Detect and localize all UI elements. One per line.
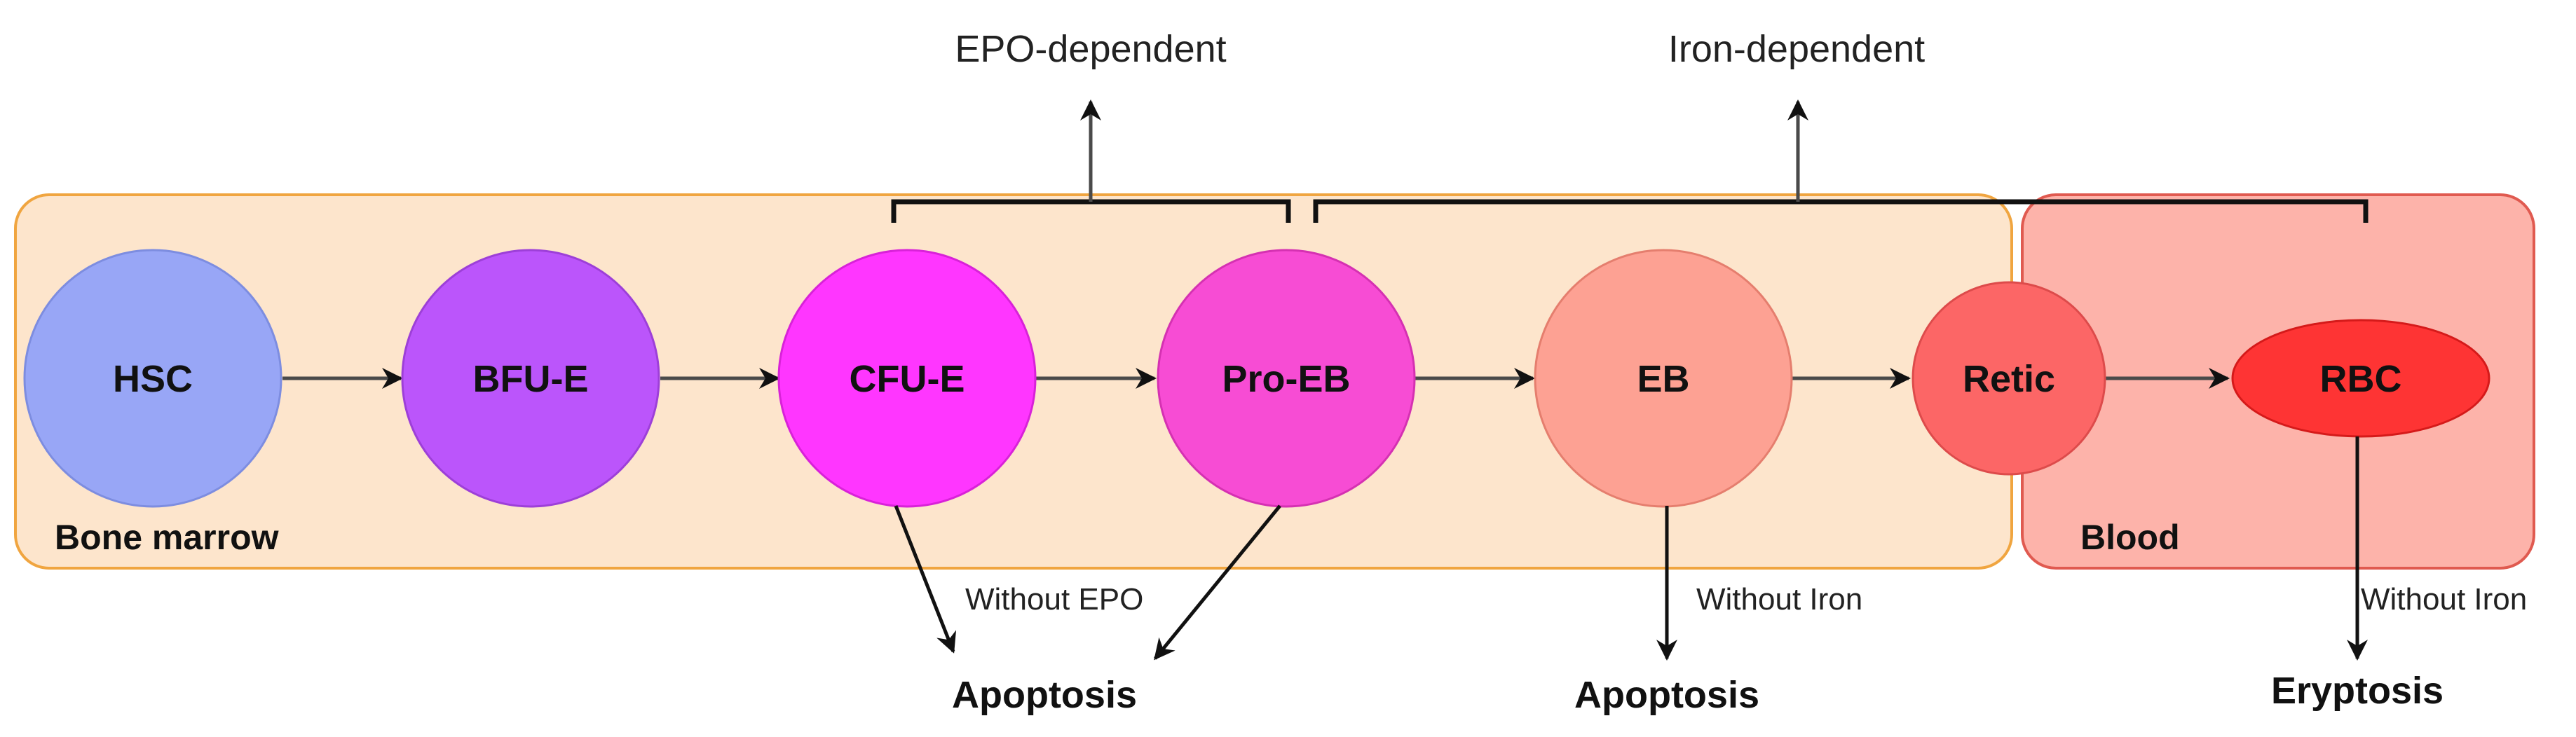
- node-proeb: Pro-EB: [1157, 249, 1416, 508]
- without-epo-label: Without EPO: [965, 582, 1143, 617]
- arrow-cfue-apoptosis: [894, 505, 957, 654]
- node-cfue-label: CFU-E: [850, 358, 965, 400]
- node-rbc: RBC: [2231, 319, 2490, 438]
- node-retic: Retic: [1911, 281, 2106, 476]
- arrow-proeb-apoptosis: [1154, 504, 1281, 661]
- node-eb: EB: [1534, 249, 1793, 508]
- node-eb-label: EB: [1637, 358, 1689, 400]
- blood-label: Blood: [2080, 518, 2180, 557]
- node-retic-label: Retic: [1963, 358, 2055, 400]
- eryptosis-label: Eryptosis: [2271, 670, 2444, 712]
- apoptosis-label-1: Apoptosis: [952, 674, 1137, 716]
- fate-arrows: [894, 436, 2368, 661]
- node-hsc: HSC: [23, 249, 282, 508]
- node-cfue: CFU-E: [777, 249, 1037, 508]
- node-bfue: BFU-E: [401, 249, 660, 508]
- node-proeb-label: Pro-EB: [1222, 358, 1350, 400]
- node-bfue-label: BFU-E: [473, 358, 589, 400]
- without-iron-rbc-label: Without Iron: [2361, 582, 2527, 617]
- bone-marrow-label: Bone marrow: [55, 518, 279, 557]
- epo-dependent-label: EPO-dependent: [955, 28, 1226, 70]
- apoptosis-label-2: Apoptosis: [1574, 674, 1759, 716]
- iron-dependent-label: Iron-dependent: [1668, 28, 1925, 70]
- node-rbc-label: RBC: [2320, 358, 2402, 400]
- without-iron-eb-label: Without Iron: [1696, 582, 1862, 617]
- iron-dependency-bracket: [1313, 199, 2369, 223]
- node-hsc-label: HSC: [113, 358, 193, 400]
